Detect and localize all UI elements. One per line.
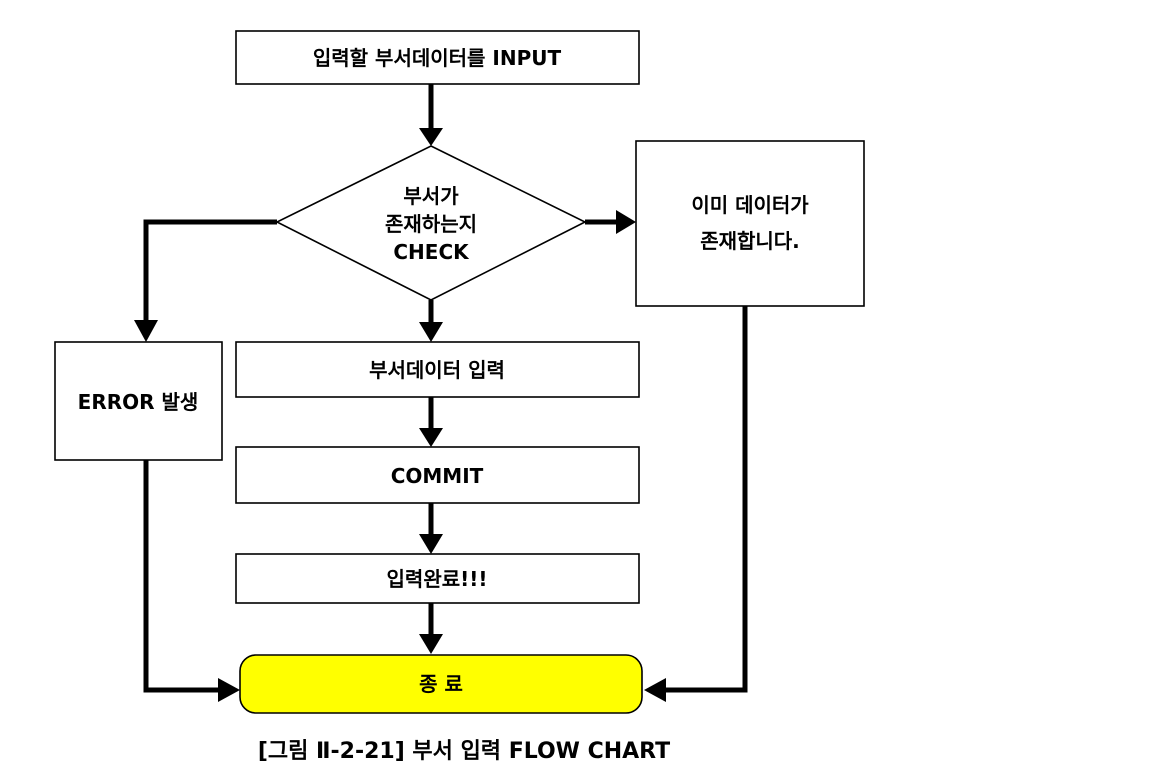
node-error: ERROR 발생 [54, 341, 223, 461]
edge-error-end [143, 460, 222, 693]
arrowhead-check-error [134, 320, 158, 342]
node-input-label: 입력할 부서데이터를 INPUT [313, 46, 562, 70]
node-done: 입력완료!!! [235, 553, 640, 604]
node-error-label: ERROR 발생 [78, 390, 199, 414]
node-exists: 이미 데이터가 존재합니다. [635, 140, 865, 307]
node-input: 입력할 부서데이터를 INPUT [235, 30, 640, 85]
arrowhead-error-end [218, 678, 240, 702]
arrowhead-exists-end [644, 678, 666, 702]
node-done-label: 입력완료!!! [387, 567, 488, 591]
arrowhead-done-end [419, 634, 443, 654]
arrowhead-insert-commit [419, 428, 443, 447]
figure-caption: [그림 Ⅱ-2-21] 부서 입력 FLOW CHART [258, 739, 670, 764]
node-commit: COMMIT [235, 446, 640, 504]
arrowhead-check-exists [616, 210, 636, 234]
node-check-line-1: 부서가 [403, 184, 459, 208]
node-check: 부서가 존재하는지 CHECK [275, 145, 587, 301]
node-check-line-2: 존재하는지 [385, 212, 477, 236]
node-insert: 부서데이터 입력 [235, 341, 640, 398]
edge-check-error [143, 219, 277, 324]
node-check-line-3: CHECK [393, 240, 470, 264]
arrowhead-check-insert [419, 322, 443, 342]
edge-exists-end [662, 306, 748, 693]
arrowhead-input-check [419, 128, 443, 146]
arrowhead-commit-done [419, 534, 443, 554]
node-commit-label: COMMIT [391, 464, 484, 488]
node-end-label: 종 료 [419, 672, 463, 696]
node-exists-line-2: 존재합니다. [700, 229, 800, 253]
node-end: 종 료 [239, 654, 643, 714]
node-exists-line-1: 이미 데이터가 [691, 193, 809, 217]
node-insert-label: 부서데이터 입력 [369, 358, 505, 382]
edges [134, 84, 748, 702]
